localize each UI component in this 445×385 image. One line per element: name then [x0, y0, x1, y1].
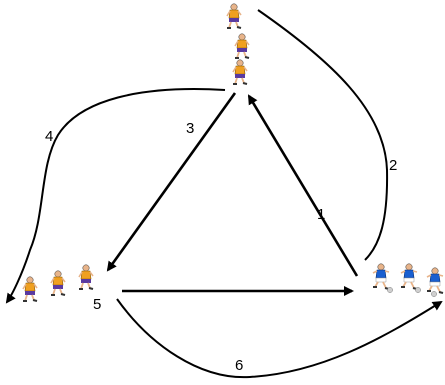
arrow-2-label: 2 [389, 157, 397, 174]
arrow-4-label: 4 [45, 128, 53, 145]
left-players-group [23, 265, 93, 301]
player-figure [227, 4, 241, 28]
right-players-group [373, 264, 443, 297]
top-players-group [227, 4, 249, 84]
arrow-3-label: 3 [186, 120, 194, 137]
player-figure [79, 265, 93, 289]
player-figure [401, 264, 417, 289]
arrow-3 [108, 93, 235, 270]
player-figure [373, 264, 389, 289]
arrow-5-label: 5 [93, 296, 101, 313]
arrow-6-label: 6 [235, 357, 243, 374]
ball-icon [415, 287, 420, 292]
player-figure [23, 277, 37, 301]
ball-icon [431, 291, 436, 296]
arrow-1-label: 1 [317, 206, 325, 223]
player-figure [51, 271, 65, 295]
arrow-6 [117, 299, 441, 377]
player-figure [235, 34, 249, 58]
ball-icon [387, 287, 392, 292]
player-figure [233, 60, 247, 84]
player-figure [427, 268, 443, 293]
arrow-1 [249, 96, 357, 276]
